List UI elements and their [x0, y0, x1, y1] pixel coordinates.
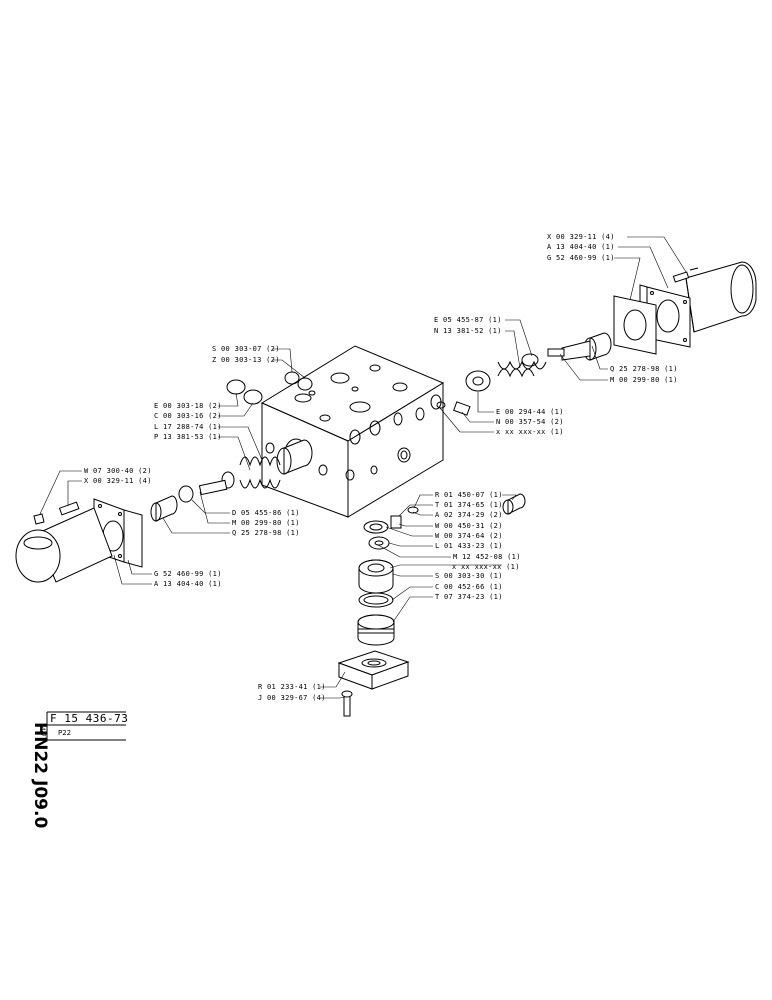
valve-block: [260, 345, 445, 518]
label-s0030307: S 00 303-07 (2): [212, 345, 280, 353]
label-g5246099-top: G 52 460-99 (1): [547, 254, 615, 262]
label-t0737423: T 07 374-23 (1): [435, 593, 503, 601]
label-r0145007: R 01 450-07 (1): [435, 491, 503, 499]
label-g5246099-left: G 52 460-99 (1): [154, 570, 222, 578]
label-e0029444: E 00 294-44 (1): [496, 408, 564, 416]
label-a1340440-left: A 13 404-40 (1): [154, 580, 222, 588]
label-a0237429: A 02 374-29 (2): [435, 511, 503, 519]
label-x0032911-top: X 00 329-11 (4): [547, 233, 615, 241]
label-w0730040: W 07 300-40 (2): [84, 467, 152, 475]
label-r0123341: R 01 233-41 (1): [258, 683, 326, 691]
label-e0030318: E 00 303-18 (2): [154, 402, 222, 410]
label-xxx-mid: x xx xxx-xx (1): [496, 428, 564, 436]
label-l1728874: L 17 288-74 (1): [154, 423, 222, 431]
label-z0030313: Z 00 303-13 (2): [212, 356, 280, 364]
side-code: HN22 J09.0: [30, 722, 50, 828]
small-code: 4-77: [39, 727, 46, 741]
label-l0143323: L 01 433-23 (1): [435, 542, 503, 550]
label-d0545586: D 05 455-86 (1): [232, 509, 300, 517]
right-spool-parts: [436, 332, 612, 416]
label-w0045031: W 00 450-31 (2): [435, 522, 503, 530]
label-c0030316: C 00 303-16 (2): [154, 412, 222, 420]
part-labels: X 00 329-11 (4) A 13 404-40 (1) G 52 460…: [84, 233, 678, 702]
reference-code: F 15 436-73: [50, 712, 128, 725]
label-a1340440-top: A 13 404-40 (1): [547, 243, 615, 251]
label-n0035754: N 00 357-54 (2): [496, 418, 564, 426]
label-s0030330: S 00 303-30 (1): [435, 572, 503, 580]
right-cylinder: [613, 261, 757, 355]
label-x0032911-left: X 00 329-11 (4): [84, 477, 152, 485]
label-xxx-low: x xx xxx-xx (1): [452, 563, 520, 571]
label-q2527898-right: Q 25 278-98 (1): [610, 365, 678, 373]
title-block: HN22 J09.0 4-77 F 15 436-73 P22: [30, 711, 128, 828]
label-w0037464: W 00 374-64 (2): [435, 532, 503, 540]
label-m1245208: M 12 452-08 (1): [453, 553, 521, 561]
label-t0137465: T 01 374-65 (1): [435, 501, 503, 509]
label-e0545587: E 05 455-87 (1): [434, 316, 502, 324]
left-cylinder: [15, 498, 143, 583]
sub-code: P22: [58, 729, 71, 737]
label-m0029980-left: M 00 299-80 (1): [232, 519, 300, 527]
label-c0045266: C 00 452-66 (1): [435, 583, 503, 591]
label-p1338153: P 13 381-53 (1): [154, 433, 222, 441]
label-j0032967: J 00 329-67 (4): [258, 694, 326, 702]
label-q2527898-left: Q 25 278-98 (1): [232, 529, 300, 537]
label-m0029980-right: M 00 299-80 (1): [610, 376, 678, 384]
leader-lines: [39, 236, 687, 699]
left-spool-parts: [150, 439, 313, 522]
bottom-stack: [337, 493, 526, 717]
label-n1338152: N 13 381-52 (1): [434, 327, 502, 335]
